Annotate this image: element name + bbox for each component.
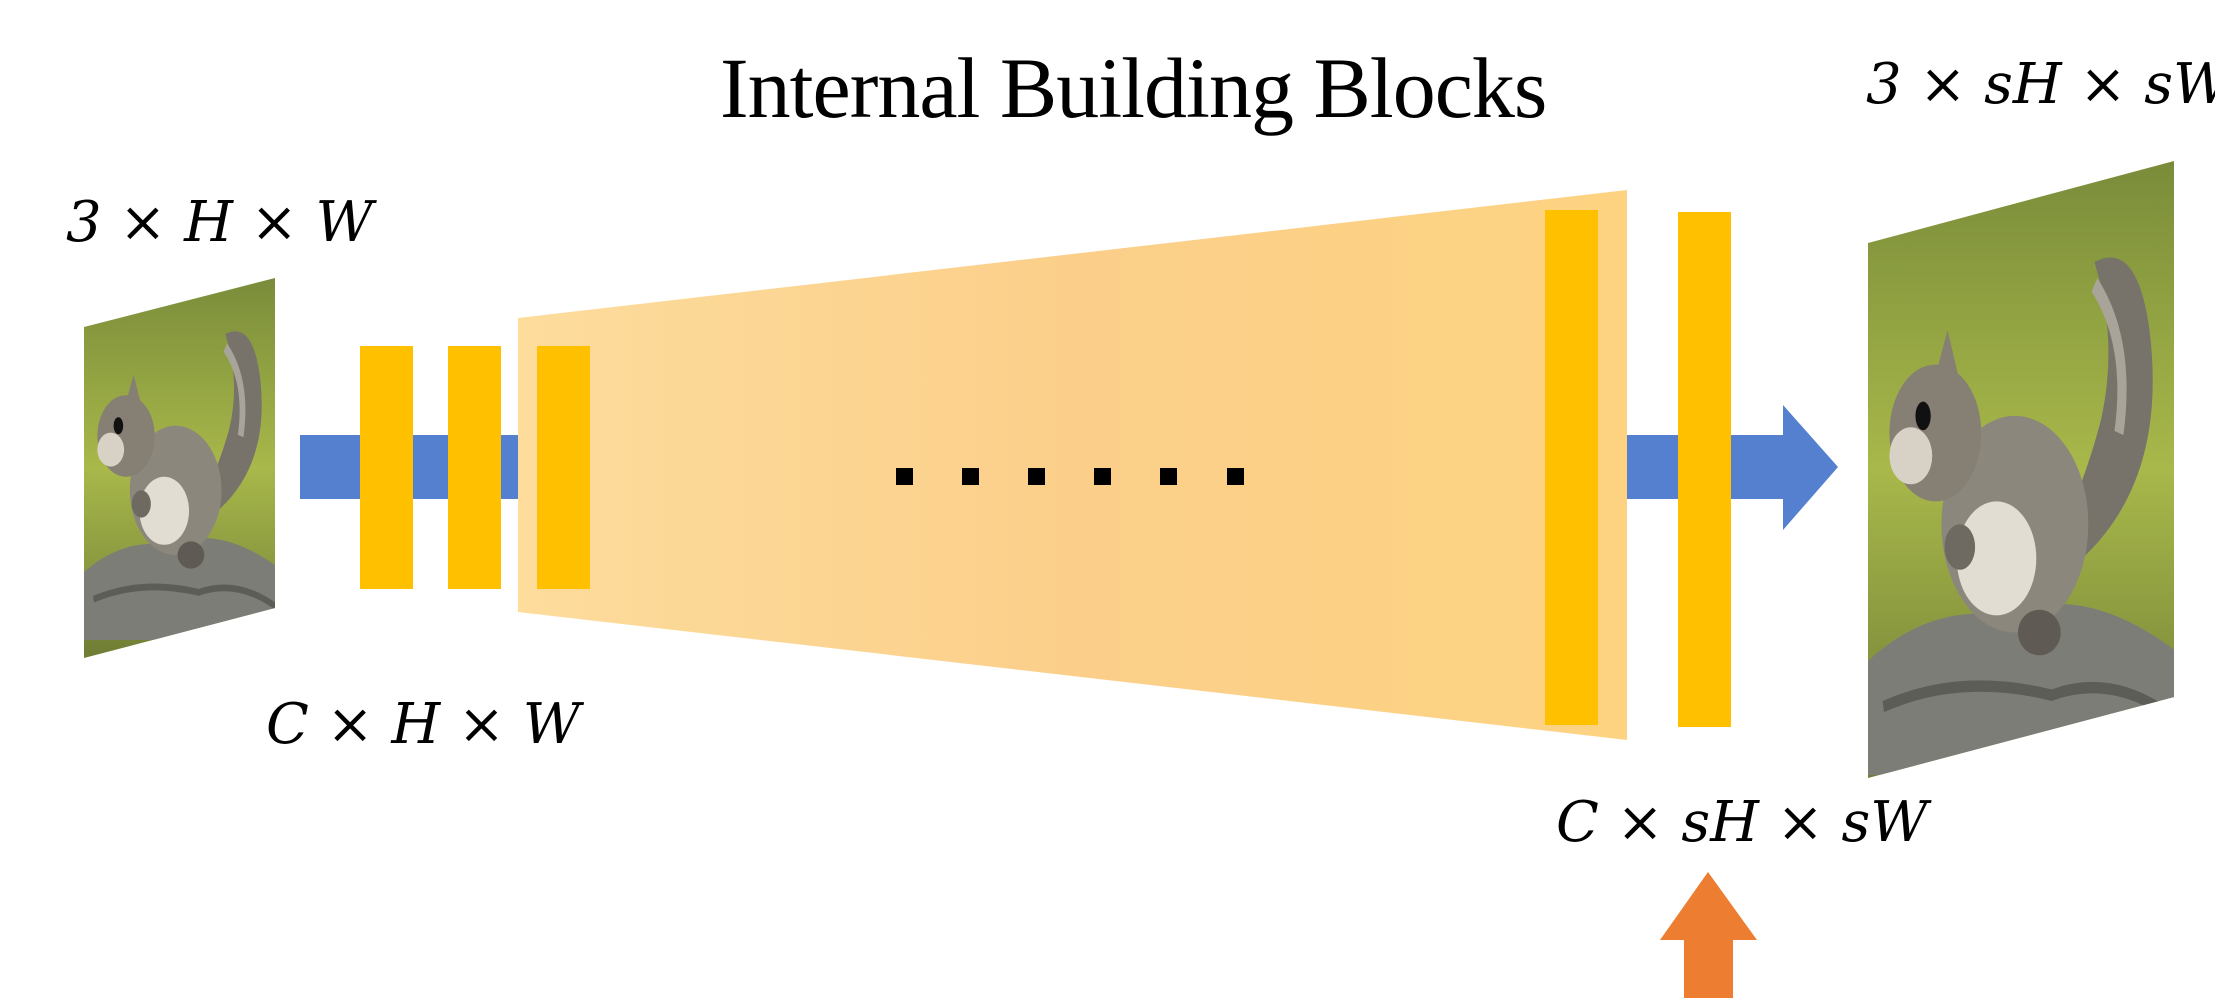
feature-block-4	[1545, 210, 1598, 725]
feature-hr-size-label: C × sH × sW	[1556, 790, 1928, 855]
ellipsis-dots	[896, 468, 1244, 485]
feature-block-5	[1678, 212, 1731, 727]
internal-blocks-trapezoid	[518, 190, 1627, 740]
flow-arrow-head	[1783, 405, 1838, 530]
upward-arrow	[1660, 872, 1757, 998]
input-size-label: 3 × H × W	[66, 190, 374, 255]
output-size-label: 3 × sH × sW	[1866, 52, 2215, 117]
input-image	[84, 278, 275, 658]
feature-block-3	[537, 346, 590, 589]
feature-block-1	[360, 346, 413, 589]
feature-block-2	[448, 346, 501, 589]
output-image	[1868, 161, 2174, 778]
diagram-title: Internal Building Blocks	[720, 40, 1547, 136]
feature-lr-size-label: C × H × W	[266, 692, 581, 757]
